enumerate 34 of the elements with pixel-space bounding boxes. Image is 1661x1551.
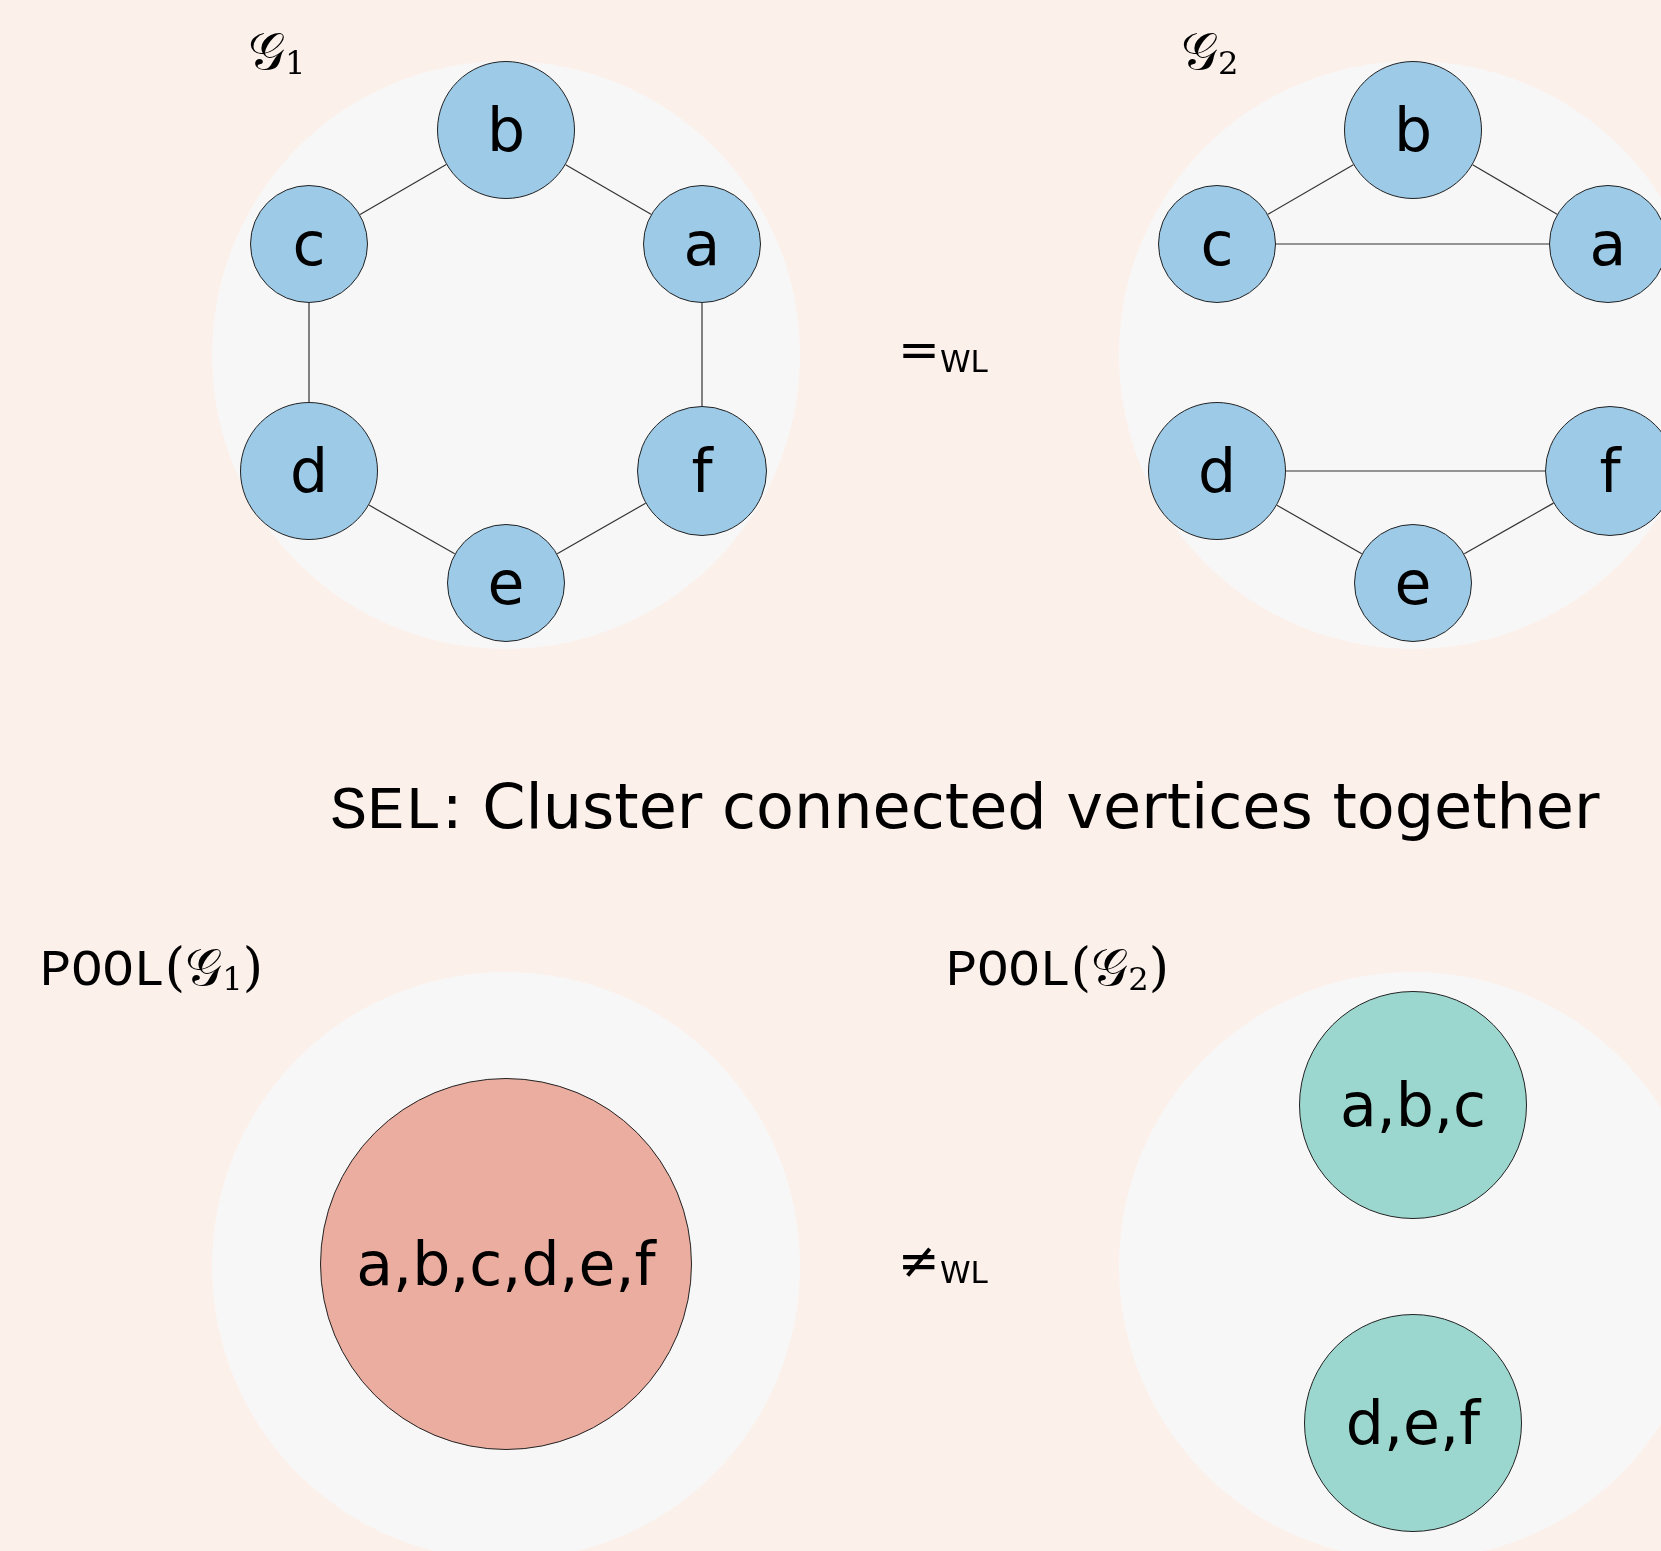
vertex-label: a,b,c (1340, 1075, 1486, 1135)
vertex-label: f (691, 441, 713, 501)
caption-text: SEL: Cluster connected vertices together (330, 776, 1600, 843)
graph-label: 𝒢$_{1}$ (248, 25, 306, 80)
vertex-label: c (1200, 214, 1234, 274)
vertex-label: d,e,f (1345, 1393, 1481, 1453)
vertex-label: a (1589, 214, 1627, 274)
edge-line (556, 502, 647, 555)
edge-line (1276, 504, 1363, 555)
edge-line (701, 302, 703, 407)
edge-line (359, 163, 447, 216)
vertex-label: c (292, 214, 326, 274)
vertex-label: d (289, 441, 329, 501)
vertex-label: f (1599, 441, 1621, 501)
vertex-label: a (683, 214, 721, 274)
vertex-label: b (486, 100, 526, 160)
relation-label: =$_{WL}$ (898, 325, 988, 377)
vertex-label: b (1393, 100, 1433, 160)
graph-label: POOL(𝒢$_{2}$) (946, 941, 1169, 998)
edge-line (308, 302, 310, 403)
vertex-label: e (1394, 553, 1432, 613)
edge-line (1275, 243, 1550, 245)
vertex-label: d (1197, 441, 1237, 501)
edge-line (1267, 164, 1354, 215)
vertex-label: a,b,c,d,e,f (356, 1234, 656, 1294)
edge-line (1463, 502, 1555, 555)
edge-line (1471, 164, 1558, 215)
graph-label: POOL(𝒢$_{1}$) (40, 941, 263, 998)
edge-line (1285, 470, 1546, 472)
relation-label: ≠$_{WL}$ (898, 1236, 988, 1288)
vertex-label: e (487, 553, 525, 613)
edge-line (565, 164, 652, 215)
graph-label: 𝒢$_{2}$ (1181, 25, 1239, 80)
edge-line (368, 504, 456, 555)
